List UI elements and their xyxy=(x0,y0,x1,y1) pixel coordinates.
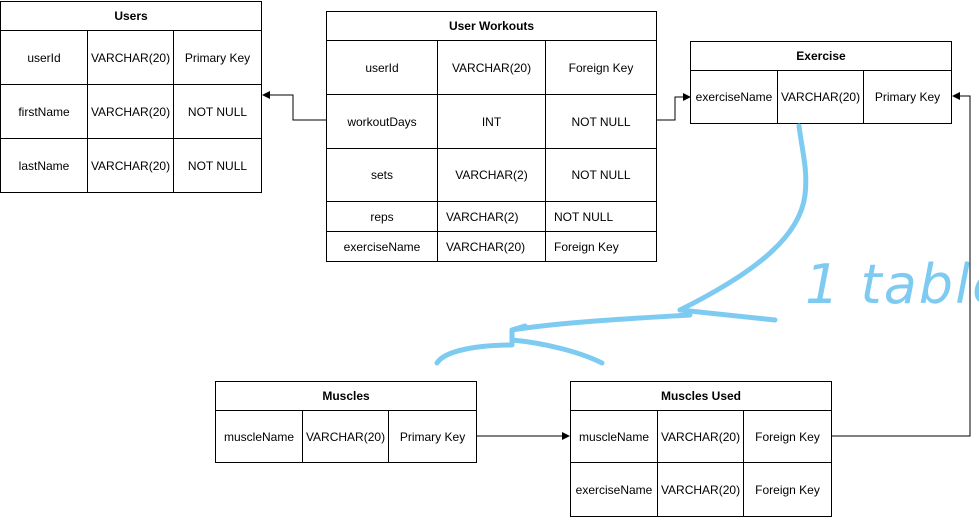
muscles-used-table: Muscles Used muscleName VARCHAR(20) Fore… xyxy=(570,381,832,517)
relation-workouts-to-users xyxy=(262,91,326,121)
exercise-table-title: Exercise xyxy=(690,41,952,71)
muscles-used-col-constraint: Foreign Key xyxy=(743,410,832,463)
relation-muscles-used-to-exercise xyxy=(831,92,971,437)
users-col-type: VARCHAR(20) xyxy=(87,30,174,85)
muscles-table-title: Muscles xyxy=(214,381,478,411)
users-col-name: firstName xyxy=(0,84,88,139)
users-col-constraint: NOT NULL xyxy=(173,138,262,193)
user-workouts-col-type: VARCHAR(2) xyxy=(437,148,546,202)
users-table: Users userId VARCHAR(20) Primary Key fir… xyxy=(0,1,262,193)
muscles-col-type: VARCHAR(20) xyxy=(302,410,389,463)
users-col-constraint: NOT NULL xyxy=(173,84,262,139)
users-col-name: lastName xyxy=(0,138,88,193)
muscles-col-constraint: Primary Key xyxy=(387,410,478,463)
muscles-used-col-type: VARCHAR(20) xyxy=(657,462,744,517)
muscles-table: Muscles muscleName VARCHAR(20) Primary K… xyxy=(214,381,478,463)
handdrawn-curve xyxy=(677,123,809,313)
user-workouts-col-type: INT xyxy=(437,94,546,149)
user-workouts-table: User Workouts userId VARCHAR(20) Foreign… xyxy=(325,11,658,262)
handdrawn-bracket-tick xyxy=(509,323,528,333)
user-workouts-col-constraint: Foreign Key xyxy=(544,231,658,262)
muscles-used-col-name: exerciseName xyxy=(570,462,658,517)
muscles-used-col-type: VARCHAR(20) xyxy=(657,410,744,463)
user-workouts-col-type: VARCHAR(20) xyxy=(437,40,546,95)
exercise-table: Exercise exerciseName VARCHAR(20) Primar… xyxy=(690,41,952,124)
handdrawn-label: 1 table xyxy=(805,253,979,316)
user-workouts-col-name: workoutDays xyxy=(326,94,438,149)
relation-workouts-to-exercise xyxy=(656,93,691,121)
user-workouts-col-type: VARCHAR(20) xyxy=(437,231,546,262)
users-col-name: userId xyxy=(0,30,88,85)
handdrawn-bracket-tail xyxy=(509,337,605,366)
muscles-col-name: muscleName xyxy=(215,410,303,463)
exercise-col-name: exerciseName xyxy=(690,70,778,124)
user-workouts-col-constraint: Foreign Key xyxy=(544,40,658,95)
muscles-used-col-constraint: Foreign Key xyxy=(743,462,832,517)
handdrawn-arrowhead xyxy=(677,307,778,323)
user-workouts-col-constraint: NOT NULL xyxy=(544,201,658,232)
handdrawn-bracket-line xyxy=(434,312,693,366)
user-workouts-table-title: User Workouts xyxy=(325,11,658,41)
handdrawn-annotation xyxy=(434,123,809,366)
users-table-title: Users xyxy=(0,1,262,31)
user-workouts-col-name: exerciseName xyxy=(326,231,438,262)
exercise-col-constraint: Primary Key xyxy=(863,70,952,124)
users-col-type: VARCHAR(20) xyxy=(87,84,174,139)
users-col-type: VARCHAR(20) xyxy=(87,138,174,193)
user-workouts-col-constraint: NOT NULL xyxy=(544,148,658,202)
